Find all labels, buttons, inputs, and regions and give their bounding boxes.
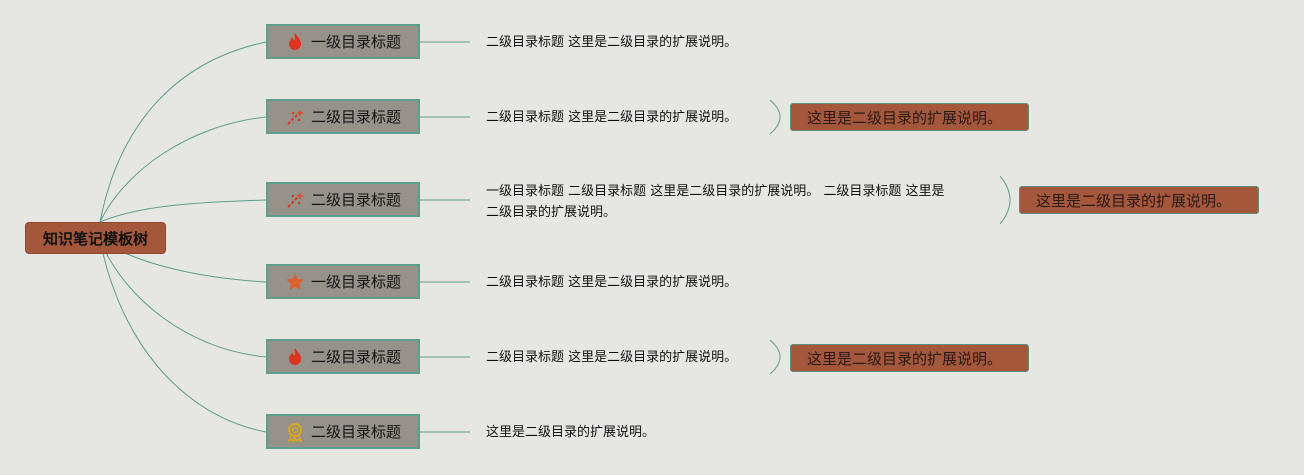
branch-node-3[interactable]: 二级目录标题: [266, 182, 420, 217]
branch-node-4[interactable]: 一级目录标题: [266, 264, 420, 299]
branch-node-5[interactable]: 二级目录标题: [266, 339, 420, 374]
branch-desc-2: 二级目录标题 这里是二级目录的扩展说明。: [486, 110, 738, 125]
branch-label: 一级目录标题: [310, 33, 401, 51]
branch-label: 一级目录标题: [310, 273, 401, 291]
desc-line-1: 一级目录标题 二级目录标题 这里是二级目录的扩展说明。 二级目录标题 这里是: [486, 184, 945, 199]
branch-node-6[interactable]: 二级目录标题: [266, 414, 420, 449]
fire-icon: [288, 32, 301, 50]
note-box-1: 这里是二级目录的扩展说明。: [790, 103, 1029, 131]
branch-label: 二级目录标题: [310, 191, 401, 209]
note-text: 这里是二级目录的扩展说明。: [807, 108, 1003, 127]
desc-line-2: 二级目录的扩展说明。: [486, 205, 617, 220]
branch-label: 二级目录标题: [310, 423, 401, 441]
note-brace-2: [999, 175, 1011, 225]
root-link-5: [99, 239, 267, 358]
branch-label: 二级目录标题: [310, 348, 401, 366]
branch-node-2[interactable]: 二级目录标题: [266, 99, 420, 134]
root-link-6: [99, 239, 267, 433]
note-text: 这里是二级目录的扩展说明。: [807, 349, 1003, 368]
note-brace-1: [769, 99, 781, 135]
root-link-2: [99, 116, 267, 223]
fire-icon: [288, 347, 301, 365]
note-brace-3: [769, 339, 781, 375]
branch-desc-5: 二级目录标题 这里是二级目录的扩展说明。: [486, 350, 738, 365]
root-link-1: [99, 41, 267, 223]
magic-wand-icon: [287, 108, 304, 125]
note-box-2: 这里是二级目录的扩展说明。: [1019, 186, 1259, 214]
root-label: 知识笔记模板树: [42, 229, 148, 248]
branch-node-1[interactable]: 一级目录标题: [266, 24, 420, 59]
root-link-3: [99, 199, 267, 223]
note-box-3: 这里是二级目录的扩展说明。: [790, 344, 1029, 372]
root-node[interactable]: 知识笔记模板树: [25, 222, 166, 254]
branch-desc-6: 这里是二级目录的扩展说明。: [486, 425, 656, 440]
award-ribbon-icon: [287, 422, 303, 442]
star-icon: [285, 272, 304, 290]
branch-label: 二级目录标题: [310, 108, 401, 126]
branch-desc-3: 一级目录标题 二级目录标题 这里是二级目录的扩展说明。 二级目录标题 这里是 二…: [486, 181, 986, 223]
branch-desc-1: 二级目录标题 这里是二级目录的扩展说明。: [486, 35, 738, 50]
note-text: 这里是二级目录的扩展说明。: [1036, 191, 1232, 210]
branch-desc-4: 二级目录标题 这里是二级目录的扩展说明。: [486, 275, 738, 290]
magic-wand-icon: [287, 191, 304, 208]
